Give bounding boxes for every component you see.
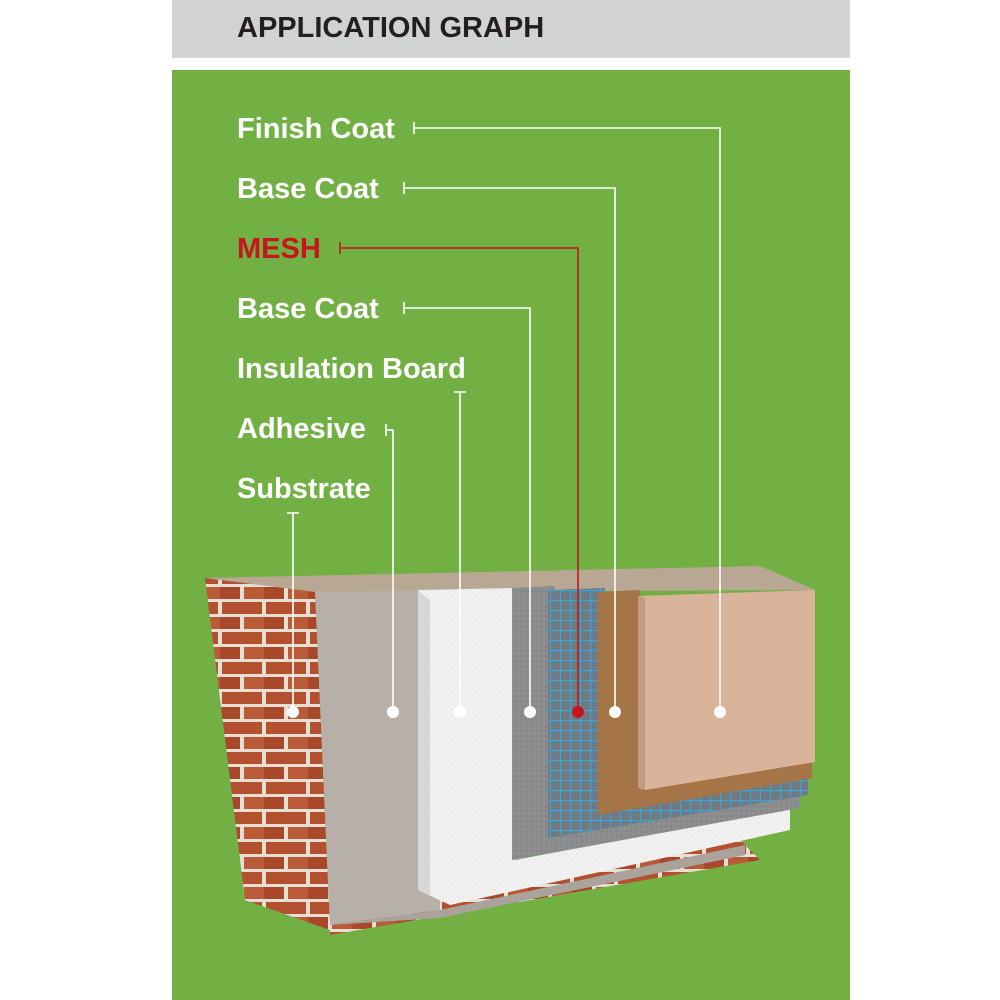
label-mesh: MESH: [237, 233, 321, 265]
base-coat-inner-layer: [512, 586, 800, 860]
marker-mesh: [572, 706, 584, 718]
marker-adhesive: [387, 706, 399, 718]
label-adhesive: Adhesive: [237, 413, 366, 445]
leader-line-base-coat-outer: [403, 182, 616, 712]
finish-coat-layer: [638, 590, 815, 790]
label-base-coat-outer: Base Coat: [237, 173, 379, 205]
leader-lines: [287, 122, 721, 712]
leader-line-mesh: [339, 242, 579, 712]
marker-insulation-board: [454, 706, 466, 718]
label-substrate: Substrate: [237, 473, 371, 505]
wall-top-surface: [205, 566, 815, 592]
label-base-coat-inner: Base Coat: [237, 293, 379, 325]
insulation-board-side: [418, 590, 430, 895]
finish-coat-edge: [638, 596, 645, 790]
adhesive-layer: [315, 590, 440, 925]
label-insulation-board: Insulation Board: [237, 353, 466, 385]
marker-finish-coat: [714, 706, 726, 718]
leader-line-finish-coat: [413, 122, 721, 712]
header-bar: [172, 0, 850, 58]
marker-base-coat-inner: [524, 706, 536, 718]
page-title: APPLICATION GRAPH: [237, 12, 545, 44]
leader-line-insulation-board: [454, 391, 466, 712]
layer-markers: [287, 706, 726, 718]
label-finish-coat: Finish Coat: [237, 113, 395, 145]
substrate-brick-face: [205, 578, 330, 930]
marker-base-coat-outer: [609, 706, 621, 718]
leader-line-adhesive: [385, 424, 394, 712]
base-coat-outer-layer: [598, 590, 812, 815]
marker-substrate: [287, 706, 299, 718]
leader-line-base-coat-inner: [403, 302, 531, 712]
leader-line-substrate: [287, 512, 299, 712]
